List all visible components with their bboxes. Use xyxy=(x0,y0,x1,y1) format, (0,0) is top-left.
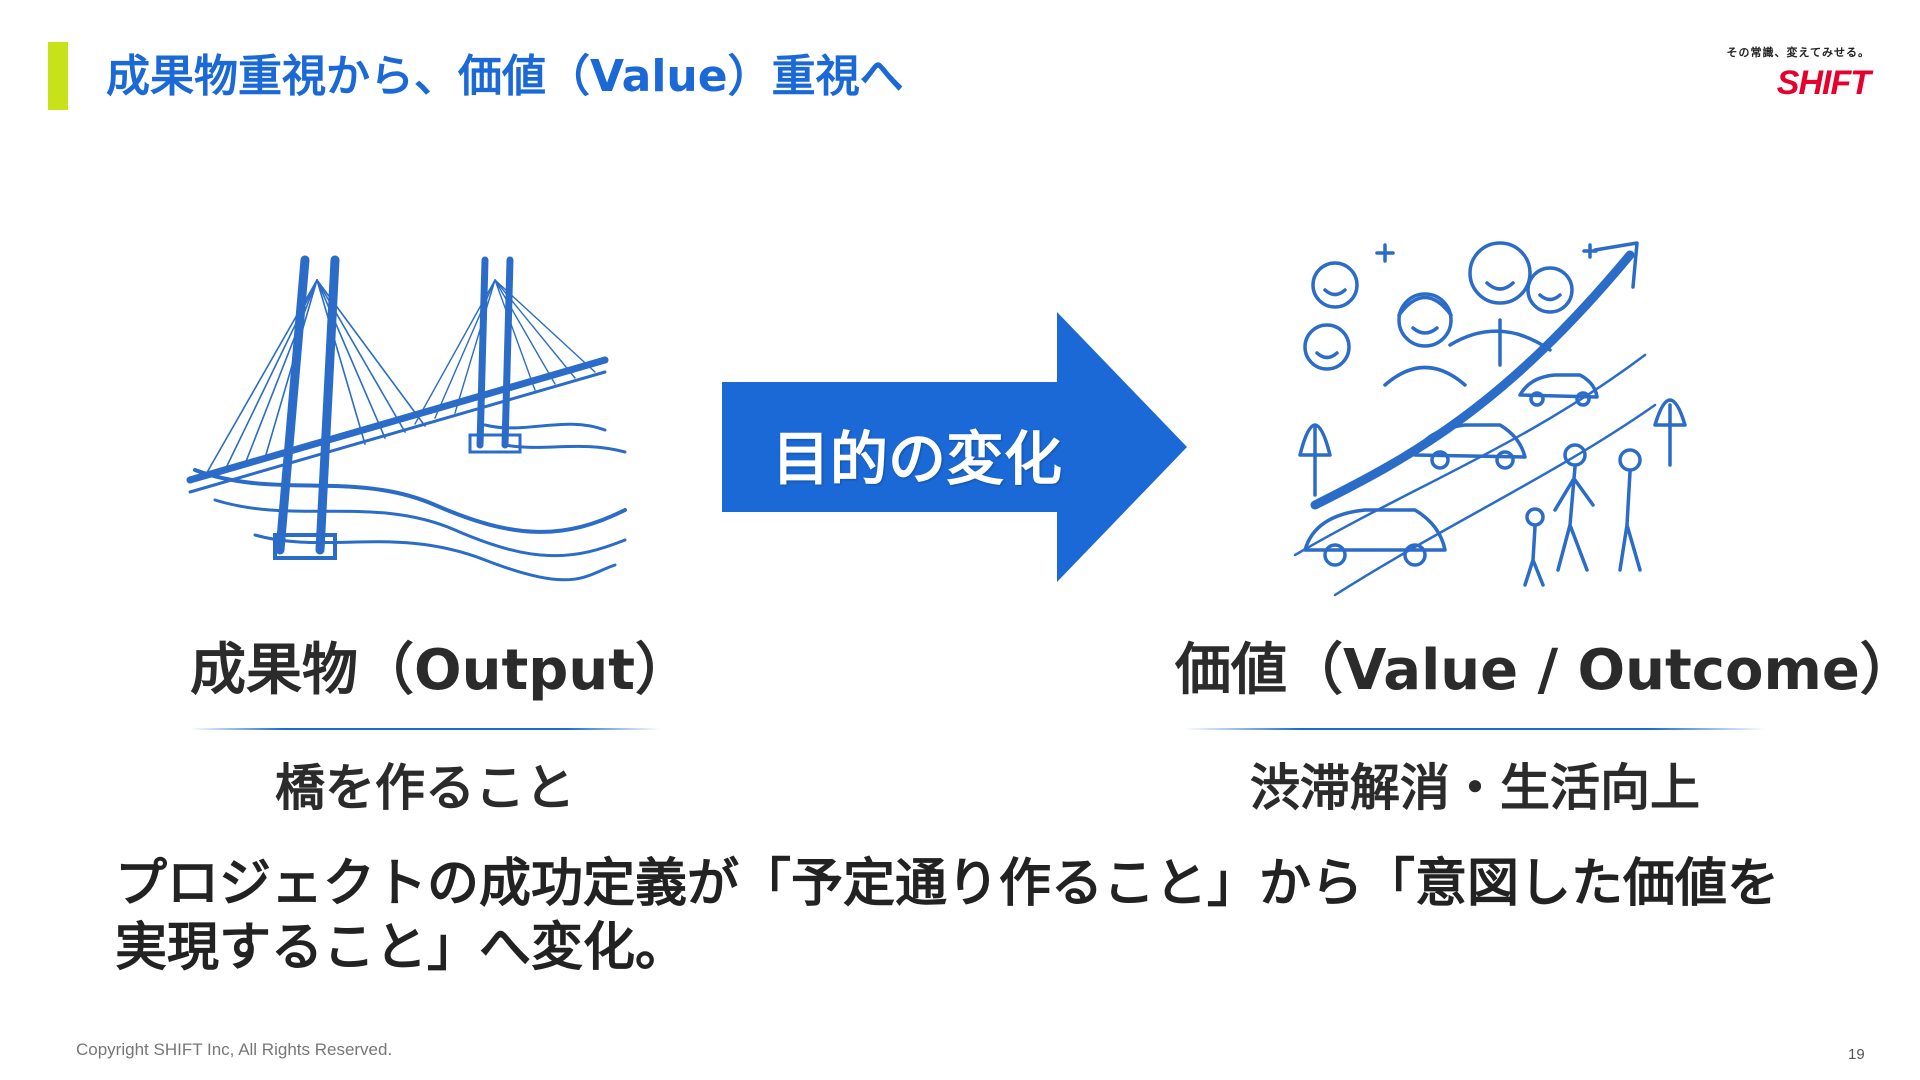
output-subtitle: 橋を作ること xyxy=(190,748,660,820)
output-divider xyxy=(190,728,660,730)
logo-tagline: その常識、変えてみせる。 xyxy=(1700,44,1870,60)
company-logo: その常識、変えてみせる。 SHIFT xyxy=(1700,44,1870,103)
title-accent-bar xyxy=(48,42,68,110)
summary-line-2: 実現すること」へ変化。 xyxy=(115,916,1815,980)
bridge-icon xyxy=(185,240,635,590)
summary-line-1: プロジェクトの成功定義が「予定通り作ること」から「意図した価値を xyxy=(115,852,1815,916)
value-title: 価値（Value / Outcome） xyxy=(1175,625,1775,706)
page-number: 19 xyxy=(1848,1046,1865,1063)
slide-title: 成果物重視から、価値（Value）重視へ xyxy=(106,40,904,104)
summary-text: プロジェクトの成功定義が「予定通り作ること」から「意図した価値を 実現すること」… xyxy=(115,852,1815,980)
value-concept: 価値（Value / Outcome） 渋滞解消・生活向上 xyxy=(1175,625,1775,820)
value-divider xyxy=(1185,728,1765,730)
people-traffic-icon xyxy=(1275,225,1695,605)
copyright-notice: Copyright SHIFT Inc, All Rights Reserved… xyxy=(76,1040,392,1060)
output-concept: 成果物（Output） 橋を作ること xyxy=(190,625,660,820)
logo-wordmark: SHIFT xyxy=(1700,64,1870,103)
arrow-label: 目的の変化 xyxy=(722,412,1112,496)
value-subtitle: 渋滞解消・生活向上 xyxy=(1175,748,1775,820)
output-title: 成果物（Output） xyxy=(190,625,660,706)
change-arrow: 目的の変化 xyxy=(722,312,1192,582)
